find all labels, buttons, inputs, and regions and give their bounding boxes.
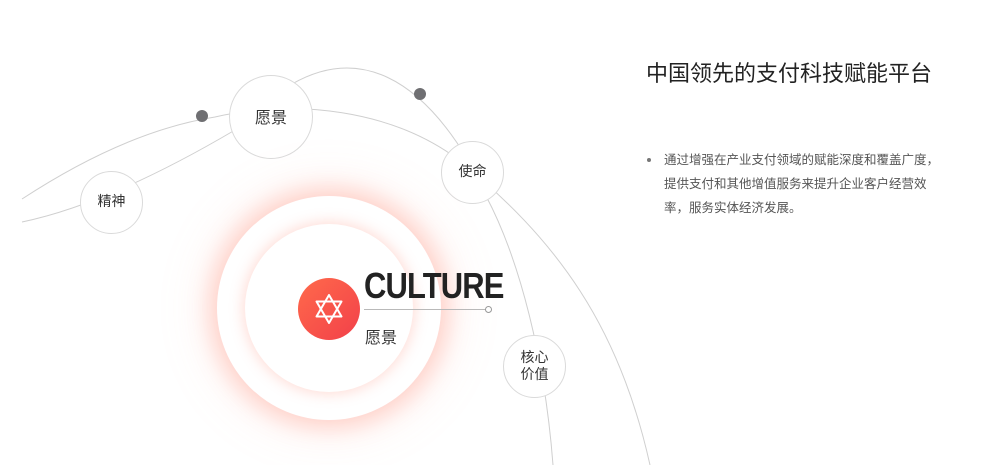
list-item: 通过增强在产业支付领域的赋能深度和覆盖广度，提供支付和其他增值服务来提升企业客户… <box>646 148 946 220</box>
panel-item-text: 通过增强在产业支付领域的赋能深度和覆盖广度，提供支付和其他增值服务来提升企业客户… <box>664 152 940 215</box>
node-yuanjing[interactable]: 愿景 <box>229 75 313 159</box>
orbit-dot-left <box>196 110 208 122</box>
culture-title: CULTURE <box>364 265 504 306</box>
bullet-icon <box>647 158 651 162</box>
node-shiming[interactable]: 使命 <box>441 141 504 204</box>
node-yuanjing-label: 愿景 <box>254 107 287 127</box>
center-emblem <box>298 278 360 340</box>
node-shiming-label: 使命 <box>458 164 487 180</box>
star-of-david-icon <box>315 294 343 324</box>
node-hexin-label: 核心 价值 <box>521 350 549 384</box>
node-jingshen-label: 精神 <box>97 194 126 210</box>
orbit-path-right <box>485 195 554 465</box>
panel-list: 通过增强在产业支付领域的赋能深度和覆盖广度，提供支付和其他增值服务来提升企业客户… <box>646 148 946 220</box>
orbit-dot-top <box>414 88 426 100</box>
node-hexin-line2: 价值 <box>520 366 549 383</box>
culture-divider <box>364 309 486 310</box>
node-jingshen[interactable]: 精神 <box>80 171 143 234</box>
node-hexin-line1: 核心 <box>520 349 549 366</box>
culture-subtitle: 愿景 <box>365 328 398 347</box>
panel-title: 中国领先的支付科技赋能平台 <box>646 62 933 87</box>
culture-divider-end <box>485 306 492 313</box>
node-hexin-jiazhi[interactable]: 核心 价值 <box>503 335 566 398</box>
orbit-path-outer <box>21 108 651 465</box>
orbit-path-upper <box>291 67 469 161</box>
